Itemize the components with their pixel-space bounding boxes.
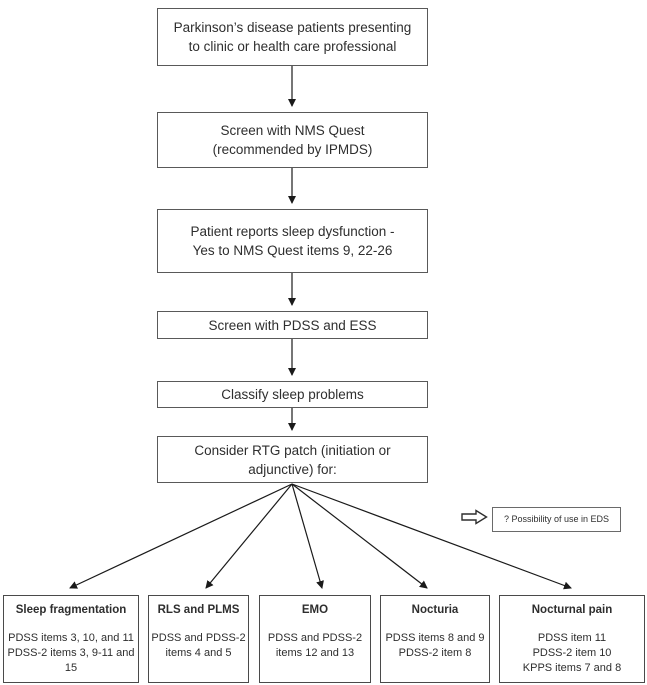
flow-step-text: Consider RTG patch (initiation or [194, 442, 391, 458]
outcome-emo: EMO PDSS and PDSS-2 items 12 and 13 [259, 595, 371, 683]
outcome-title: RLS and PLMS [157, 604, 240, 616]
fan-arrow-3 [291, 483, 324, 589]
flow-step-classify: Classify sleep problems [157, 381, 428, 408]
outcome-text: PDSS and PDSS-2 [267, 632, 363, 644]
flow-step-text: Parkinson’s disease patients presenting [173, 20, 412, 35]
outcome-text: PDSS item 11 [537, 632, 607, 644]
outcome-text: 15 [64, 662, 78, 674]
fan-arrow-4 [291, 483, 428, 589]
outcome-title: Sleep fragmentation [15, 604, 127, 616]
outcome-text: PDSS-2 item 10 [532, 647, 612, 659]
flow-step-text: to clinic or health care professional [188, 39, 397, 54]
flow-step-text: Screen with NMS Quest [220, 123, 365, 138]
flow-step-text: adjunctive) for: [248, 461, 337, 477]
flow-step-patients: Parkinson’s disease patients presenting … [157, 8, 428, 66]
flow-step-text: Yes to NMS Quest items 9, 22-26 [192, 243, 393, 258]
outcome-nocturnal-pain: Nocturnal pain PDSS item 11 PDSS-2 item … [499, 595, 645, 683]
outcome-nocturia: Nocturia PDSS items 8 and 9 PDSS-2 item … [380, 595, 490, 683]
outcome-text: PDSS-2 items 3, 9-11 and [7, 647, 135, 659]
side-note-text: ? Possibility of use in EDS [503, 514, 610, 524]
outcome-text: items 4 and 5 [165, 647, 232, 659]
outcome-text: PDSS items 8 and 9 [385, 632, 485, 644]
outcome-text: PDSS items 3, 10, and 11 [8, 632, 134, 644]
flow-step-sleep-dysfunction: Patient reports sleep dysfunction - Yes … [157, 209, 428, 273]
fan-arrow-2 [205, 483, 293, 589]
outcome-text: KPPS items 7 and 8 [522, 662, 622, 674]
outcome-title: EMO [301, 604, 329, 616]
outcome-title: Nocturnal pain [531, 604, 613, 616]
outcome-text: items 12 and 13 [275, 647, 355, 659]
outcome-sleep-fragmentation: Sleep fragmentation PDSS items 3, 10, an… [3, 595, 139, 683]
outcome-text: PDSS and PDSS-2 [151, 632, 246, 644]
hollow-right-arrow-icon [461, 509, 488, 525]
flow-step-consider-rtg: Consider RTG patch (initiation or adjunc… [157, 436, 428, 483]
outcome-rls-plms: RLS and PLMS PDSS and PDSS-2 items 4 and… [148, 595, 249, 683]
flow-step-text: (recommended by IPMDS) [212, 142, 373, 157]
side-note-eds: ? Possibility of use in EDS [492, 507, 621, 532]
flow-step-text: Screen with PDSS and ESS [208, 317, 377, 333]
outcome-title: Nocturia [411, 604, 459, 616]
flow-step-text: Classify sleep problems [221, 387, 364, 402]
outcome-text: PDSS-2 item 8 [398, 647, 472, 659]
flow-step-text: Patient reports sleep dysfunction - [190, 224, 395, 239]
flow-step-nms-quest: Screen with NMS Quest (recommended by IP… [157, 112, 428, 168]
fan-arrow-5 [291, 483, 572, 590]
fan-arrow-1 [69, 483, 293, 589]
flow-step-pdss-ess: Screen with PDSS and ESS [157, 311, 428, 339]
